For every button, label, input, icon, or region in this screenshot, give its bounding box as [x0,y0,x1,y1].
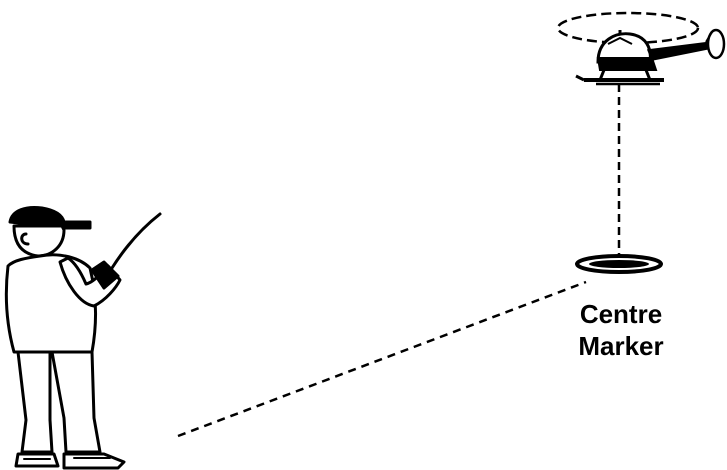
centre-marker-label: Centre Marker [556,298,686,362]
centre-marker [575,254,663,274]
helicopter-icon [556,11,726,86]
centre-marker-label-line2: Marker [578,331,664,361]
centre-marker-label-line1: Centre [579,299,663,329]
pilot-sightline [177,280,587,438]
pilot-figure [4,206,162,470]
